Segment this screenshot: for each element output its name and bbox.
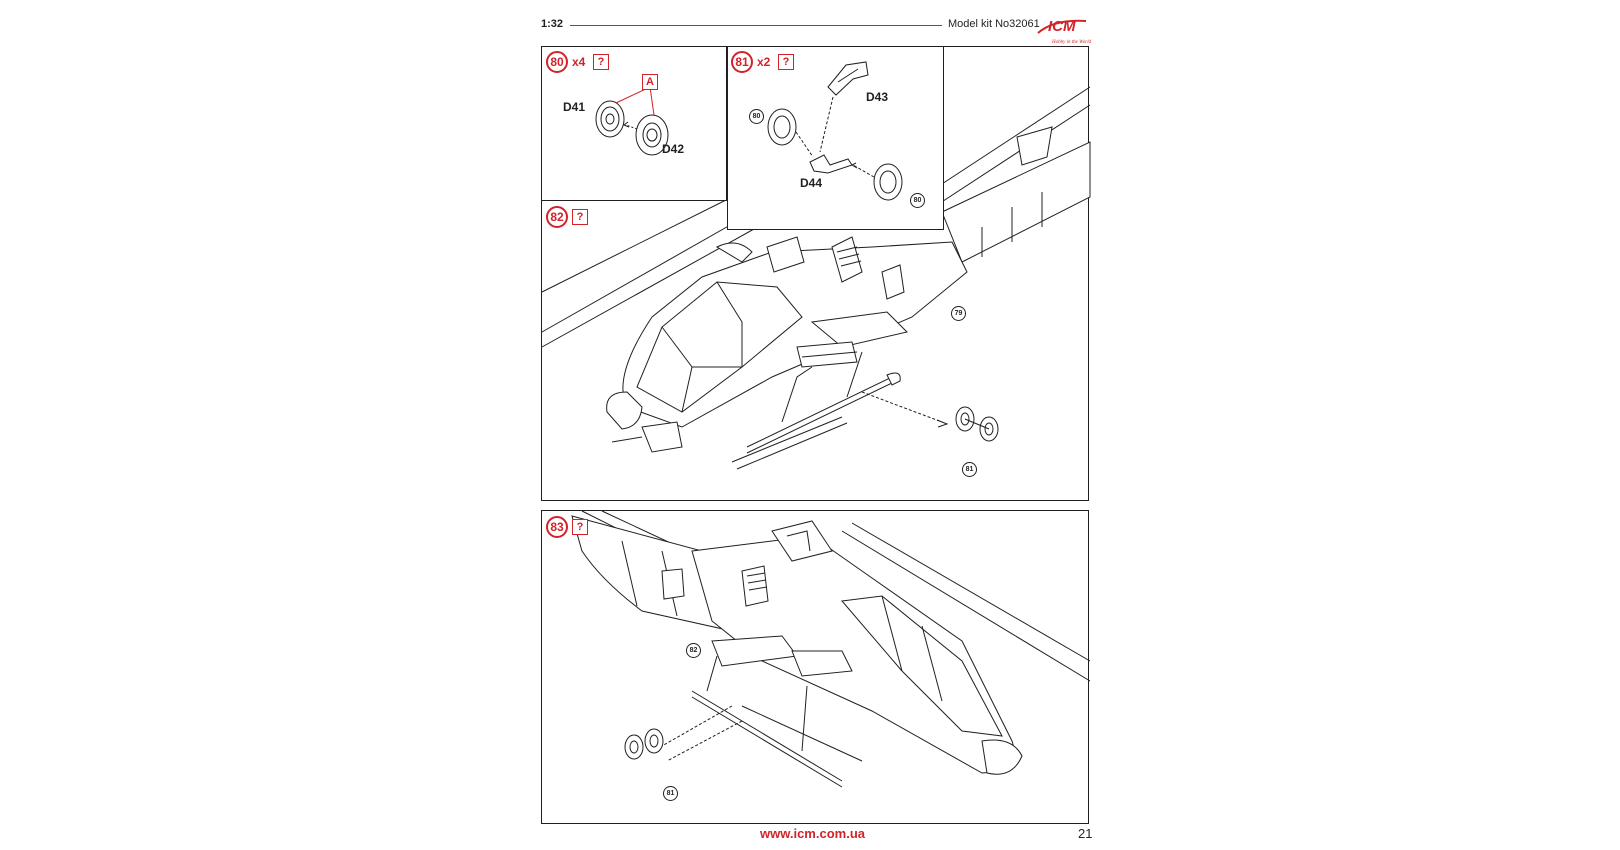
- step-81-badge: 81: [731, 51, 753, 73]
- model-kit-label: Model kit No32061: [948, 18, 1040, 30]
- ref-circle-81-step82: 81: [962, 462, 977, 477]
- step-80-option-box: ?: [593, 54, 609, 70]
- wheel-assembly-drawing-80: [595, 86, 669, 156]
- part-label-d43: D43: [866, 90, 889, 104]
- step-80-badge: 80: [546, 51, 568, 73]
- part-label-d44: D44: [800, 176, 823, 190]
- brand-tagline: Hobby in the World: [1051, 40, 1092, 45]
- part-label-d41: D41: [563, 100, 586, 114]
- panel-step-80: [541, 46, 727, 201]
- ref-circle-82: 82: [686, 643, 701, 658]
- page-number: 21: [1078, 826, 1093, 841]
- helicopter-drawing-83: [571, 510, 1091, 788]
- step-80-tag-a: A: [642, 74, 658, 90]
- ref-circle-81-step83: 81: [663, 786, 678, 801]
- step-83-badge: 83: [546, 516, 568, 538]
- helicopter-drawing-82: [541, 86, 1091, 470]
- brand-text: ICM: [1048, 18, 1076, 35]
- part-label-d42: D42: [662, 142, 685, 156]
- step-82-badge: 82: [546, 206, 568, 228]
- ref-circle-80-right: 80: [910, 193, 925, 208]
- step-83-option-box: ?: [572, 519, 588, 535]
- panel-step-83: [541, 510, 1091, 824]
- panel-step-82: [541, 46, 1091, 501]
- header-rule: [570, 25, 942, 26]
- step-82-option-box: ?: [572, 209, 588, 225]
- panel-step-81: [727, 46, 944, 230]
- step-81-quantity: x2: [757, 55, 771, 69]
- footer-url: www.icm.com.ua: [760, 826, 865, 841]
- step-80-quantity: x4: [572, 55, 586, 69]
- ref-circle-79: 79: [951, 306, 966, 321]
- landing-gear-drawing-81: [767, 61, 903, 201]
- ref-circle-80-left: 80: [749, 109, 764, 124]
- step-81-option-box: ?: [778, 54, 794, 70]
- scale-label: 1:32: [541, 18, 564, 30]
- icm-logo: ICM Hobby in the World: [1034, 15, 1092, 49]
